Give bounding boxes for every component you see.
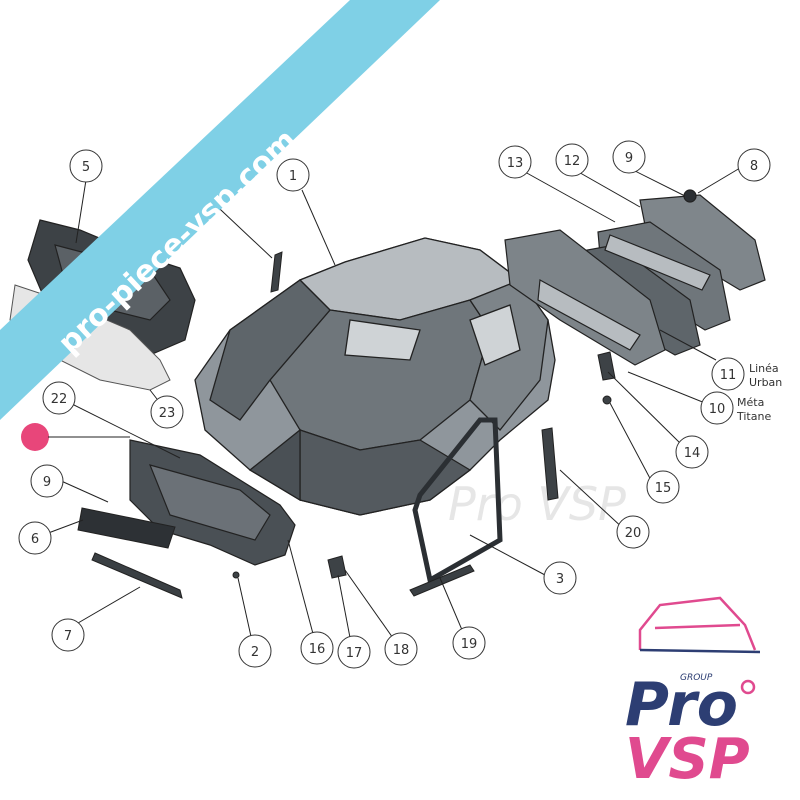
svg-text:6: 6 xyxy=(31,532,39,547)
watermark-text: Pro VSP xyxy=(448,477,626,531)
svg-text:9: 9 xyxy=(43,475,51,490)
callout-23: 23 xyxy=(150,395,184,429)
svg-text:23: 23 xyxy=(159,406,176,421)
callout-15: 15 xyxy=(646,470,680,504)
rear-hatch-panels xyxy=(504,189,766,366)
callout-22: 22 xyxy=(42,381,76,415)
callout-12: 12 xyxy=(555,143,589,177)
callout-8: 8 xyxy=(737,148,771,182)
callout-17: 17 xyxy=(337,635,371,669)
callout-9-top: 9 xyxy=(612,140,646,174)
svg-text:15: 15 xyxy=(655,481,672,496)
svg-text:19: 19 xyxy=(461,637,478,652)
svg-text:22: 22 xyxy=(51,392,68,407)
note-10-line2: Titane xyxy=(736,410,771,423)
note-11-line2: Urban xyxy=(749,376,782,389)
svg-text:16: 16 xyxy=(309,642,326,657)
logo-vsp-text: VSP xyxy=(625,727,750,792)
callout-14: 14 xyxy=(675,435,709,469)
svg-text:7: 7 xyxy=(64,629,72,644)
callout-3: 3 xyxy=(543,561,577,595)
svg-text:9: 9 xyxy=(625,151,633,166)
callout-18: 18 xyxy=(384,632,418,666)
logo-ring-icon xyxy=(740,679,756,695)
callout-13: 13 xyxy=(498,145,532,179)
svg-text:8: 8 xyxy=(750,159,758,174)
svg-text:5: 5 xyxy=(82,160,90,175)
callout-9-left: 9 xyxy=(30,464,64,498)
highlight-marker xyxy=(21,423,49,451)
svg-text:13: 13 xyxy=(507,156,524,171)
svg-text:11: 11 xyxy=(720,368,737,383)
front-bumper-part-22 xyxy=(129,439,296,566)
logo-pro-text: Pro xyxy=(625,670,738,740)
callout-group: 5 1 13 12 9 8 11 10 14 15 20 3 19 18 17 … xyxy=(18,140,771,669)
svg-text:14: 14 xyxy=(684,446,701,461)
callout-7: 7 xyxy=(51,618,85,652)
callout-10: 10 xyxy=(700,391,734,425)
lower-lip-part-7 xyxy=(91,552,183,599)
small-parts xyxy=(232,251,616,579)
callout-1: 1 xyxy=(276,158,310,192)
svg-text:17: 17 xyxy=(346,646,363,661)
note-11-line1: Linéa xyxy=(749,362,779,375)
callout-2: 2 xyxy=(238,634,272,668)
callout-16: 16 xyxy=(300,631,334,665)
note-10-line1: Méta xyxy=(737,396,764,409)
grille-part-6 xyxy=(77,507,176,549)
svg-text:2: 2 xyxy=(251,645,259,660)
logo-group-text: GROUP xyxy=(680,673,713,683)
svg-text:1: 1 xyxy=(289,169,297,184)
svg-text:20: 20 xyxy=(625,526,642,541)
sill-trim-part-19 xyxy=(409,564,475,597)
logo-car-outline xyxy=(638,596,761,654)
callout-11: 11 xyxy=(711,357,745,391)
callout-5: 5 xyxy=(69,149,103,183)
door-seal-part-3 xyxy=(412,417,503,584)
provsp-logo: GROUP Pro VSP xyxy=(625,596,761,792)
svg-text:10: 10 xyxy=(709,402,726,417)
svg-text:18: 18 xyxy=(393,643,410,658)
svg-text:3: 3 xyxy=(556,572,564,587)
callout-20: 20 xyxy=(616,515,650,549)
callout-6: 6 xyxy=(18,521,52,555)
svg-text:12: 12 xyxy=(564,154,581,169)
callout-19: 19 xyxy=(452,626,486,660)
body-shell xyxy=(194,237,556,516)
